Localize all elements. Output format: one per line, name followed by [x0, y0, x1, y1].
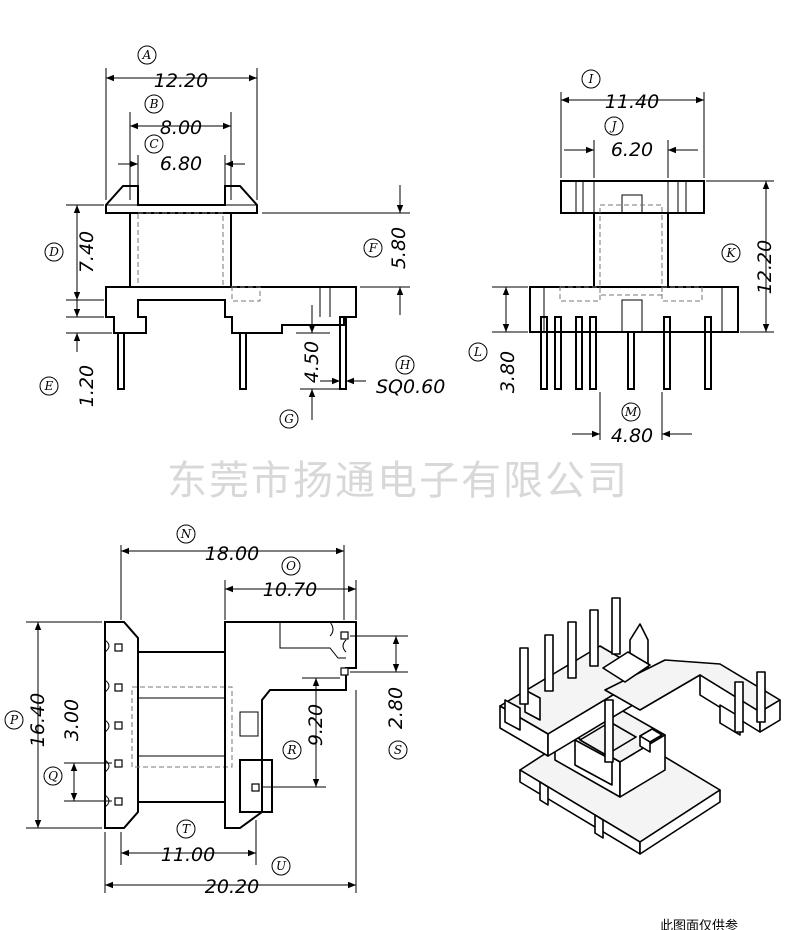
isometric-view	[499, 597, 781, 855]
svg-text:K: K	[726, 246, 737, 260]
svg-text:8.00: 8.00	[160, 117, 202, 139]
svg-text:C: C	[149, 137, 158, 151]
svg-text:T: T	[182, 822, 191, 836]
svg-text:N: N	[180, 527, 192, 541]
dim-r: R 9.20	[282, 704, 327, 760]
svg-text:I: I	[588, 72, 594, 86]
dim-a: A 12.20	[137, 45, 208, 92]
svg-text:3.80: 3.80	[497, 351, 519, 393]
svg-text:A: A	[142, 48, 152, 62]
svg-text:4.80: 4.80	[611, 425, 653, 447]
dim-b: B 8.00	[144, 94, 202, 139]
svg-text:G: G	[284, 412, 294, 426]
svg-text:6.20: 6.20	[611, 139, 653, 161]
dim-l: L 3.80	[468, 342, 519, 393]
dim-e: E 1.20	[39, 365, 98, 407]
svg-text:M: M	[624, 405, 638, 419]
svg-text:J: J	[609, 119, 618, 133]
svg-text:20.20: 20.20	[205, 876, 259, 898]
dim-g: G 4.50	[279, 341, 323, 429]
dim-o: O 10.70	[263, 556, 317, 601]
svg-text:F: F	[368, 241, 378, 255]
svg-text:B: B	[149, 97, 159, 111]
dim-f: F 5.80	[363, 227, 410, 269]
dim-m: M 4.80	[611, 402, 653, 447]
svg-text:P: P	[9, 713, 19, 727]
dim-d: D 7.40	[44, 231, 98, 273]
dim-j: J 6.20	[604, 116, 653, 161]
dim-p: P 16.40	[4, 693, 49, 747]
svg-text:18.00: 18.00	[205, 543, 259, 565]
svg-text:11.00: 11.00	[161, 844, 215, 866]
svg-text:12.20: 12.20	[154, 70, 208, 92]
svg-text:12.20: 12.20	[754, 240, 776, 294]
svg-text:1.20: 1.20	[76, 365, 98, 407]
svg-text:5.80: 5.80	[388, 227, 410, 269]
dim-c: C 6.80	[144, 134, 202, 175]
dim-i: I 11.40	[581, 69, 659, 113]
svg-text:R: R	[286, 743, 296, 757]
svg-text:L: L	[473, 345, 482, 359]
svg-text:S: S	[394, 743, 402, 757]
dim-t: T 11.00	[161, 819, 215, 866]
footer-note: 此图面仅供参	[660, 918, 738, 930]
svg-text:6.80: 6.80	[160, 153, 202, 175]
svg-text:U: U	[276, 859, 287, 873]
dim-s: S 2.80	[385, 687, 408, 760]
dim-n: N 18.00	[176, 524, 259, 565]
svg-text:E: E	[44, 379, 54, 393]
svg-text:16.40: 16.40	[27, 693, 49, 747]
svg-text:O: O	[286, 559, 296, 573]
dim-k: K 12.20	[721, 240, 776, 294]
svg-text:10.70: 10.70	[263, 579, 317, 601]
side-view: I 11.40 J 6.20 K 12.20 L 3.80	[468, 69, 776, 447]
bottom-view: N 18.00 O 10.70 P 16.40 Q 3.00	[4, 524, 408, 898]
svg-text:9.20: 9.20	[305, 704, 327, 746]
svg-text:4.50: 4.50	[301, 341, 323, 383]
svg-text:3.00: 3.00	[61, 699, 83, 741]
dim-u: U 20.20	[205, 856, 291, 898]
front-view: A 12.20 B 8.00 C 6.80 D 7.40	[39, 45, 445, 429]
dim-q: Q 3.00	[43, 699, 83, 786]
svg-text:Q: Q	[48, 769, 58, 783]
company-watermark: 东莞市扬通电子有限公司	[167, 458, 629, 504]
svg-text:H: H	[399, 358, 411, 372]
svg-text:11.40: 11.40	[605, 91, 659, 113]
svg-text:2.80: 2.80	[385, 687, 407, 729]
svg-text:D: D	[48, 245, 59, 259]
svg-text:SQ0.60: SQ0.60	[376, 376, 445, 398]
dim-h: H SQ0.60	[376, 355, 445, 398]
svg-text:7.40: 7.40	[76, 231, 98, 273]
